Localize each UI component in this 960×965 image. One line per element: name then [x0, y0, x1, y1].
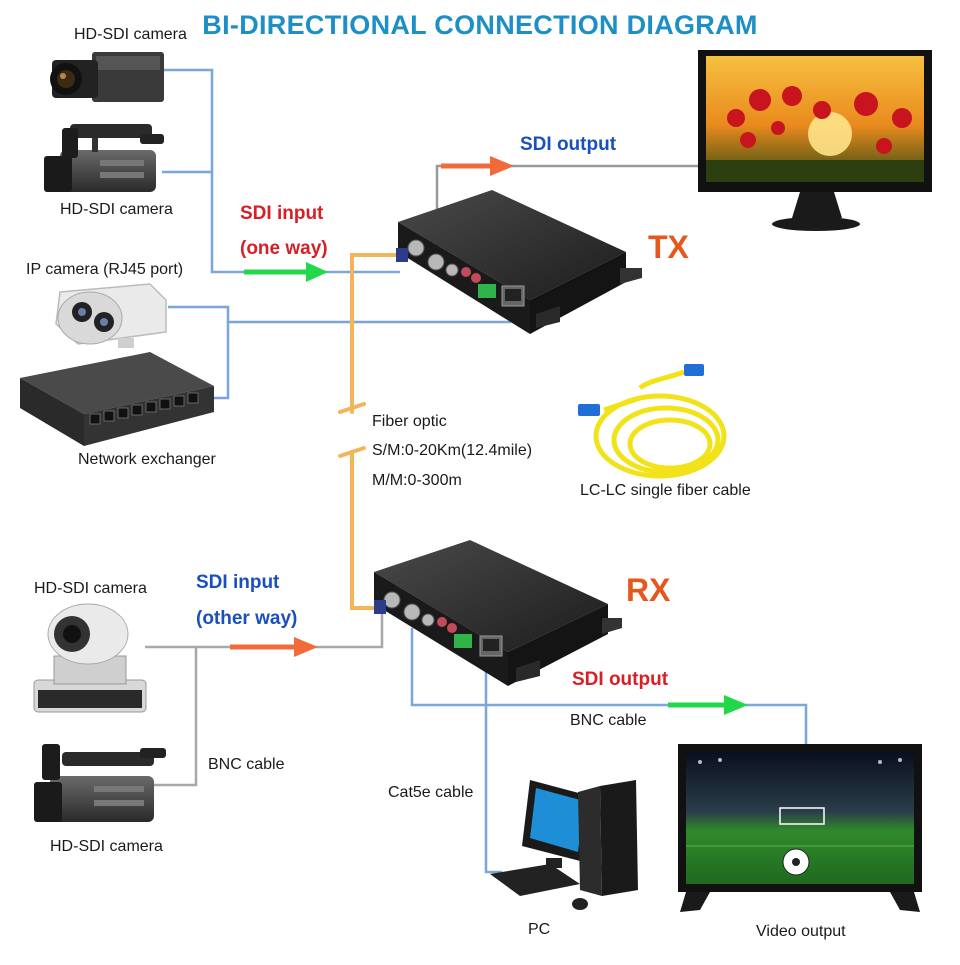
camera2-label: HD-SDI camera — [60, 201, 173, 218]
sdi-input-other-way-label: SDI input — [196, 572, 280, 593]
fiber-mm-distance-label: M/M:0-300m — [372, 472, 462, 489]
monitor-top-illustration — [698, 50, 932, 231]
bnc-cable-left-label: BNC cable — [208, 756, 285, 773]
cat5e-cable — [484, 652, 502, 874]
fiber-optic-label: Fiber optic — [372, 413, 447, 430]
camera3-cable — [145, 610, 384, 649]
camera3-label: HD-SDI camera — [34, 580, 147, 597]
sdi-output-bottom-label: SDI output — [572, 669, 669, 690]
switch-label: Network exchanger — [78, 451, 216, 468]
camera4-cable — [150, 647, 198, 787]
arrow-sdi-input-one-way — [244, 262, 328, 282]
one-way-label: (one way) — [240, 238, 328, 259]
lc-fiber-cable-illustration — [593, 369, 727, 479]
camcorder-illustration-bottom — [34, 744, 166, 822]
rx-device-illustration — [374, 540, 622, 686]
fiber-sm-distance-label: S/M:0-20Km(12.4mile) — [372, 442, 533, 459]
tx-label: TX — [648, 229, 689, 265]
ptz-camera-illustration — [33, 603, 147, 713]
lc-cable-label: LC-LC single fiber cable — [580, 482, 751, 499]
bullet-camera-illustration — [55, 283, 167, 348]
cable-group-bottom — [145, 610, 808, 874]
ip-camera-cable — [168, 300, 512, 324]
sdi-output-top-label: SDI output — [520, 134, 617, 155]
fiber-cable — [338, 253, 397, 610]
video-output-label: Video output — [756, 923, 846, 940]
sdi-input-one-way-label: SDI input — [240, 203, 324, 224]
tx-device-illustration — [396, 190, 642, 334]
camcorder-illustration-top — [44, 124, 164, 192]
pc-label: PC — [528, 921, 551, 938]
lc-connector-icon — [578, 364, 704, 416]
pc-illustration — [490, 780, 638, 910]
other-way-label: (other way) — [196, 608, 298, 629]
camera1-label: HD-SDI camera — [74, 26, 187, 43]
bnc-cable-right-label: BNC cable — [570, 712, 647, 729]
network-switch-illustration — [20, 352, 214, 446]
cat5e-cable-label: Cat5e cable — [388, 784, 474, 801]
arrow-sdi-output-top — [441, 156, 514, 176]
arrow-sdi-output-bottom — [668, 695, 748, 715]
switch-cable — [212, 322, 230, 400]
tv-bottom-illustration — [678, 744, 922, 912]
rx-label: RX — [626, 572, 671, 608]
diagram-title: BI-DIRECTIONAL CONNECTION DIAGRAM — [202, 10, 758, 40]
rx-sdi-output-cable — [410, 628, 808, 748]
camera4-label: HD-SDI camera — [50, 838, 163, 855]
box-camera-illustration — [50, 52, 164, 102]
arrow-sdi-input-other-way — [230, 637, 318, 657]
ip-camera-label: IP camera (RJ45 port) — [26, 261, 184, 278]
